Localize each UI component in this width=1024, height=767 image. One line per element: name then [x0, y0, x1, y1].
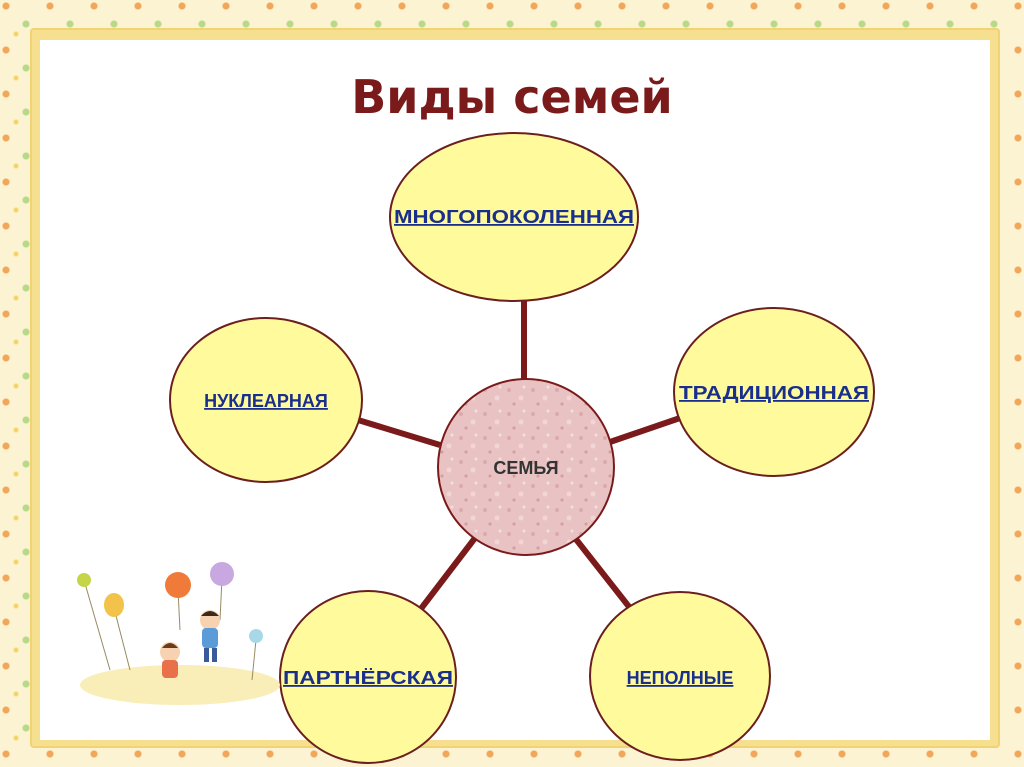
node-incomplete: НЕПОЛНЫЕ: [589, 591, 771, 761]
node-label-partner: ПАРТНЁРСКАЯ: [283, 668, 453, 688]
connector-incomplete: [572, 536, 633, 610]
slide-title: Виды семей: [351, 70, 673, 124]
node-traditional: ТРАДИЦИОННАЯ: [673, 307, 875, 477]
node-label-multigenerational: МНОГОПОКОЛЕННАЯ: [394, 207, 634, 227]
node-label-incomplete: НЕПОЛНЫЕ: [627, 668, 734, 688]
children-balloons-illustration: [77, 562, 280, 705]
connector-traditional: [609, 415, 681, 445]
connector-nuclear: [357, 417, 441, 448]
node-partner: ПАРТНЁРСКАЯ: [279, 590, 457, 764]
center-node: [437, 378, 615, 556]
connector-partner: [417, 536, 478, 612]
node-multigenerational: МНОГОПОКОЛЕННАЯ: [389, 132, 639, 302]
node-nuclear: НУКЛЕАРНАЯ: [169, 317, 363, 483]
node-label-nuclear: НУКЛЕАРНАЯ: [204, 391, 328, 411]
center-label: СЕМЬЯ: [493, 458, 558, 478]
node-label-traditional: ТРАДИЦИОННАЯ: [679, 383, 869, 403]
